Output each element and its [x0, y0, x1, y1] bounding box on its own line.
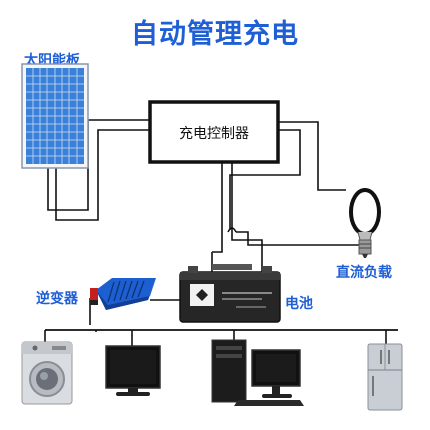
tv-icon [105, 345, 161, 396]
wire-crossover [227, 227, 237, 233]
solar-panel-icon [21, 63, 89, 169]
refrigerator-icon [367, 343, 403, 411]
wire-ctrl-batt-1 [212, 162, 223, 253]
controller-box [148, 100, 280, 164]
inverter-icon [90, 278, 156, 310]
inverter-label: 逆变器 [36, 291, 78, 307]
desktop-computer-icon [211, 339, 304, 406]
wire-ctrl-load-1 [278, 121, 346, 191]
wire-panel-neg [55, 129, 150, 221]
wire-panel-pos [47, 119, 150, 211]
wire-ctrl-load-2 [229, 129, 362, 246]
dc-load-label: 直流负载 [336, 265, 392, 281]
bulb-icon [349, 188, 381, 258]
battery-icon [179, 264, 281, 323]
wire-ctrl-batt-2 [231, 162, 263, 272]
controller-label: 充电控制器 [179, 126, 249, 142]
page-title: 自动管理充电 [131, 19, 299, 50]
washing-machine-icon [21, 341, 73, 405]
battery-label: 电池 [285, 296, 313, 312]
